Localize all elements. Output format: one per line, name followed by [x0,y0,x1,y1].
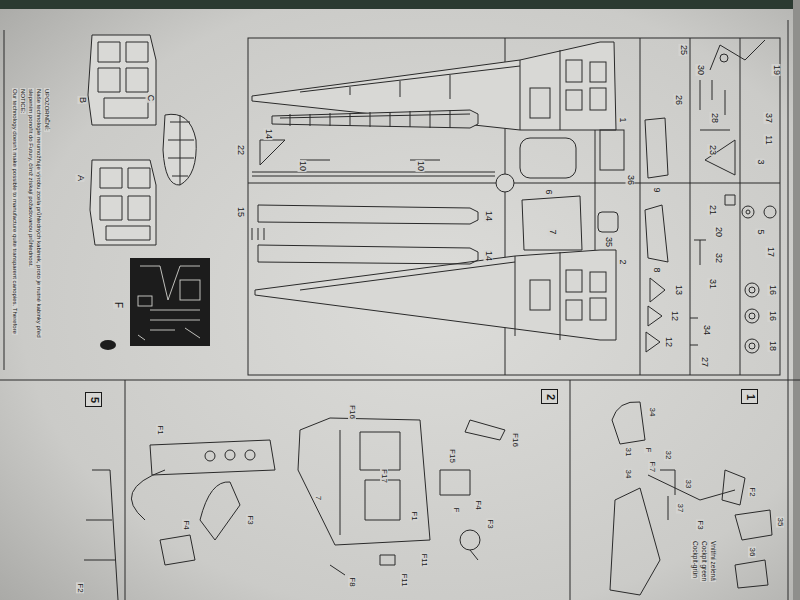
callout-number: 16 [768,284,777,296]
note-text: Naše technologie neumožňuje výrobu zcela… [36,88,42,339]
callout-number: 13 [674,284,683,296]
callout-number: 31 [624,447,632,458]
callout-number: F4 [474,499,482,510]
callout-number: F16 [511,432,519,448]
step-number-box: 5 [85,392,102,407]
callout-number: F2 [76,582,84,593]
callout-number: 18 [768,340,777,352]
callout-number: F2 [748,486,756,497]
callout-number: 6 [544,188,553,195]
callout-number: 34 [648,407,656,418]
note-text: Our technology doesn't make possible to … [12,88,18,335]
callout-number: 22 [236,144,245,156]
callout-number: 32 [664,450,672,461]
callout-number: C [146,94,155,103]
callout-number: 35 [604,236,613,248]
note-text: Vnitřní zelená [710,540,717,582]
callout-number: 37 [676,503,684,514]
callout-number: F3 [486,518,494,529]
callout-number: 31 [708,278,717,290]
callout-number: 27 [700,356,709,368]
callout-number: F4 [182,519,190,530]
callout-number: 12 [670,310,679,322]
callout-number: 14 [484,250,493,262]
callout-number: A [76,174,85,182]
callout-number: 2 [618,258,627,265]
note-text: UPOZORNĚNÍ: [44,88,50,132]
callout-number: F3 [246,514,254,525]
callout-number: 25 [679,44,688,56]
callout-number: 14 [484,210,493,222]
callout-number: 16 [768,310,777,322]
note-text: slepením ponořit do Futury, čímž získají… [28,88,34,268]
callout-number: 10 [298,160,307,172]
callout-number: 15 [236,206,245,218]
step-number: 1 [744,393,755,399]
step-number-box: 2 [541,389,558,404]
callout-number: 11 [764,134,773,145]
callout-number: 10 [416,160,425,172]
callout-number: F16 [348,404,356,420]
step-number-box: 1 [741,389,758,404]
callout-number: F [113,301,123,309]
callout-number: F [452,507,460,514]
callout-number: 35 [776,517,784,528]
callout-number: 33 [684,479,692,490]
callout-number: 7 [314,495,322,501]
callout-number: 36 [626,174,635,186]
note-text: NOTICE: [20,88,26,114]
callout-number: 7 [548,228,557,235]
note-text: Cockpit-grün [692,540,699,579]
callout-number: 30 [696,64,705,76]
callout-number: 21 [708,204,717,216]
callout-number: 14 [264,128,273,140]
callout-number: 37 [764,112,773,124]
note-text: Cockpit green [701,540,708,582]
callout-number: 34 [624,469,632,480]
callout-number: 28 [710,112,719,124]
step-number: 2 [544,393,555,399]
callout-number: 26 [674,94,683,106]
callout-number: F1 [410,510,418,521]
callout-number: F1 [156,424,164,435]
callout-number: 36 [748,547,756,558]
step-number: 5 [88,396,99,402]
callout-number: 23 [708,144,717,156]
callout-number: F8 [348,576,356,587]
callout-number: 17 [766,246,775,258]
callout-number: F3 [696,519,704,530]
callout-number: F17 [380,468,388,484]
callout-number: 34 [702,324,711,336]
callout-number: F11 [420,552,428,567]
callout-number: F11 [400,572,408,587]
callout-number: F15 [448,448,456,464]
callout-number: 3 [756,158,765,165]
callout-number: 20 [714,226,723,238]
callout-number: B [78,96,87,104]
callout-number: 8 [652,266,661,273]
callout-number: 9 [652,186,661,193]
callout-number: 5 [756,228,765,235]
callout-number: F [644,447,652,454]
callout-number: 32 [714,252,723,264]
callout-number: 1 [618,116,627,123]
callout-number: 7 [648,467,656,473]
callout-number: 19 [772,64,781,76]
callout-number: 12 [664,336,673,348]
